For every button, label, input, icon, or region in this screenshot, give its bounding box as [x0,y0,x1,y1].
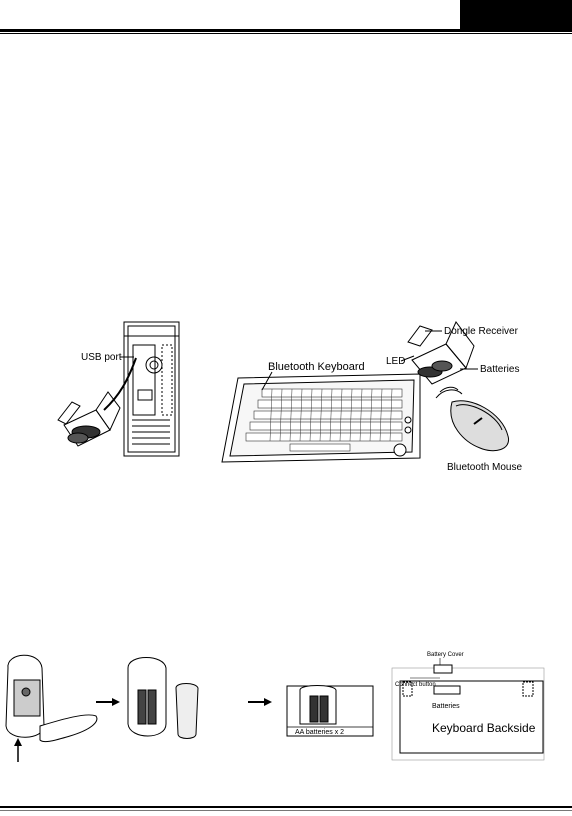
battery-compartment-photo [286,685,374,737]
header-rule [0,29,572,32]
keyboard-backside-illustration [391,664,545,761]
bluetooth-keyboard-label: Bluetooth Keyboard [268,361,365,373]
mouse-underside-illustration [5,654,98,743]
keyboard-illustration [221,373,421,463]
pc-tower-illustration [103,321,180,457]
bluetooth-mouse-label: Bluetooth Mouse [447,462,522,473]
usb-port-label: USB port [81,352,122,363]
footer-rule-thin [0,810,572,811]
led-label: LED [386,356,405,367]
batteries-label-2: Batteries [432,703,460,710]
dongle-in-box-left [57,391,121,447]
battery-cover-label: Battery Cover [427,652,464,658]
header-tab [460,0,572,30]
bluetooth-mouse-illustration [435,386,510,452]
aa-batteries-label: AA batteries x 2 [295,729,344,736]
footer-rule [0,806,572,808]
batteries-label: Batteries [480,364,519,375]
keyboard-backside-label: Keyboard Backside [432,721,536,735]
dongle-receiver-label: Dongle Receiver [444,326,519,337]
header-rule-thin [0,33,572,34]
connect-button-label: Connect button [395,682,436,688]
mouse-open-illustration [127,657,199,739]
